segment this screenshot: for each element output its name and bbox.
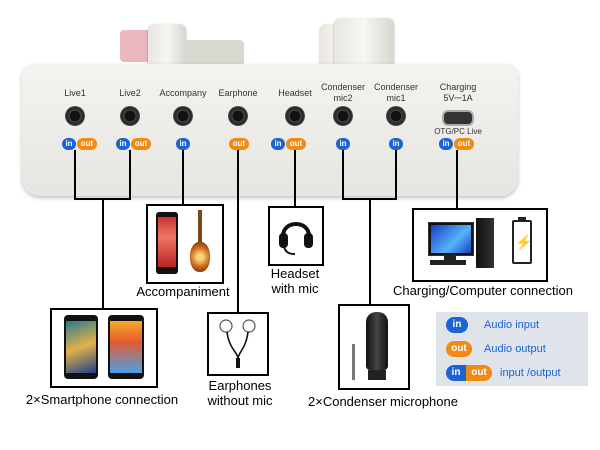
tag-in-headset: in bbox=[271, 138, 285, 150]
line-live1 bbox=[74, 150, 76, 200]
computer-caption: Charging/Computer connection bbox=[393, 283, 573, 298]
tower-icon bbox=[476, 218, 494, 268]
legend-audio-input: Audio input bbox=[484, 319, 540, 331]
tag-in-condenser-mic2: in bbox=[336, 138, 350, 150]
condenser-caption: 2×Condenser microphone bbox=[308, 394, 458, 409]
smartphone-box bbox=[50, 308, 158, 388]
headset-caption-line2: with mic bbox=[271, 281, 319, 296]
monitor-icon bbox=[428, 222, 474, 256]
tag-in-condenser-mic1: in bbox=[389, 138, 403, 150]
headset-box bbox=[268, 206, 324, 266]
jack-live2 bbox=[120, 106, 140, 126]
otg-label: OTG/PC Live bbox=[434, 127, 482, 136]
mic-cable-icon bbox=[352, 344, 355, 380]
tag-in-live2: in bbox=[116, 138, 130, 150]
tag-out-live2: out bbox=[131, 138, 151, 150]
earphones-caption: Earphones without mic bbox=[195, 378, 285, 408]
port-label-headset: Headset bbox=[278, 88, 312, 98]
legend-out-tag: out bbox=[446, 341, 472, 357]
earphones-caption-line2: without mic bbox=[207, 393, 273, 408]
legend-inout-in-tag: in bbox=[446, 365, 466, 381]
jack-condenser-mic1 bbox=[386, 106, 406, 126]
headset-caption: Headset with mic bbox=[255, 266, 335, 296]
legend-input-output: input /output bbox=[500, 367, 561, 379]
tag-out-earphone: out bbox=[229, 138, 249, 150]
tag-out-live1: out bbox=[77, 138, 97, 150]
line-smartphone-drop bbox=[102, 198, 104, 310]
accompaniment-box bbox=[146, 204, 224, 284]
line-condenser-mic1 bbox=[395, 150, 397, 200]
tag-in-live1: in bbox=[62, 138, 76, 150]
port-label-accompany: Accompany bbox=[159, 88, 207, 98]
legend-inout-out-tag: out bbox=[466, 365, 492, 381]
lightning-icon: ⚡ bbox=[515, 234, 533, 250]
port-label-charging: Charging 5V⎓1A bbox=[439, 82, 477, 103]
device-top bbox=[120, 10, 410, 70]
smartphone-1-icon bbox=[64, 315, 98, 379]
line-charging bbox=[456, 150, 458, 210]
condenser-mic-icon bbox=[366, 312, 388, 370]
headset-caption-line1: Headset bbox=[270, 266, 320, 281]
port-label-live1: Live1 bbox=[64, 88, 86, 98]
device-body bbox=[22, 64, 518, 196]
keyboard-icon bbox=[430, 260, 466, 265]
smartphone-2-icon bbox=[108, 315, 144, 379]
tag-in-accompany: in bbox=[176, 138, 190, 150]
line-live2 bbox=[129, 150, 131, 200]
battery-icon: ⚡ bbox=[512, 217, 533, 264]
tag-out-headset: out bbox=[286, 138, 306, 150]
jack-accompany bbox=[173, 106, 193, 126]
condenser-mic-base bbox=[368, 370, 386, 380]
tag-in-charging: in bbox=[439, 138, 453, 150]
line-headset bbox=[294, 150, 296, 208]
port-label-earphone: Earphone bbox=[218, 88, 258, 98]
computer-box: ⚡ bbox=[412, 208, 548, 282]
jack-condenser-mic2 bbox=[333, 106, 353, 126]
earphones-icon bbox=[217, 318, 259, 375]
port-label-live2: Live2 bbox=[119, 88, 141, 98]
condenser-box bbox=[338, 304, 410, 390]
line-accompany bbox=[182, 150, 184, 206]
legend: in Audio input out Audio output in out i… bbox=[436, 312, 588, 386]
accompaniment-caption: Accompaniment bbox=[136, 284, 230, 299]
knob-3 bbox=[334, 18, 394, 70]
jack-headset bbox=[285, 106, 305, 126]
knob-1 bbox=[148, 24, 186, 68]
tag-out-charging: out bbox=[454, 138, 474, 150]
line-condenser-mic2 bbox=[342, 150, 344, 200]
headset-icon bbox=[278, 214, 314, 263]
line-earphone bbox=[237, 150, 239, 314]
usb-c-port bbox=[442, 110, 474, 126]
phone-icon bbox=[156, 212, 178, 274]
line-condenser-drop bbox=[369, 198, 371, 306]
jack-earphone bbox=[228, 106, 248, 126]
jack-live1 bbox=[65, 106, 85, 126]
earphones-box bbox=[207, 312, 269, 376]
smartphone-caption: 2×Smartphone connection bbox=[25, 392, 179, 407]
guitar-icon bbox=[188, 210, 212, 276]
monitor-stand bbox=[444, 254, 456, 260]
legend-in-tag: in bbox=[446, 317, 468, 333]
legend-audio-output: Audio output bbox=[484, 343, 546, 355]
port-label-condenser-mic1: Condenser mic1 bbox=[373, 82, 419, 103]
earphones-caption-line1: Earphones bbox=[208, 378, 272, 393]
pad-grey bbox=[184, 40, 244, 66]
port-label-condenser-mic2: Condenser mic2 bbox=[320, 82, 366, 103]
